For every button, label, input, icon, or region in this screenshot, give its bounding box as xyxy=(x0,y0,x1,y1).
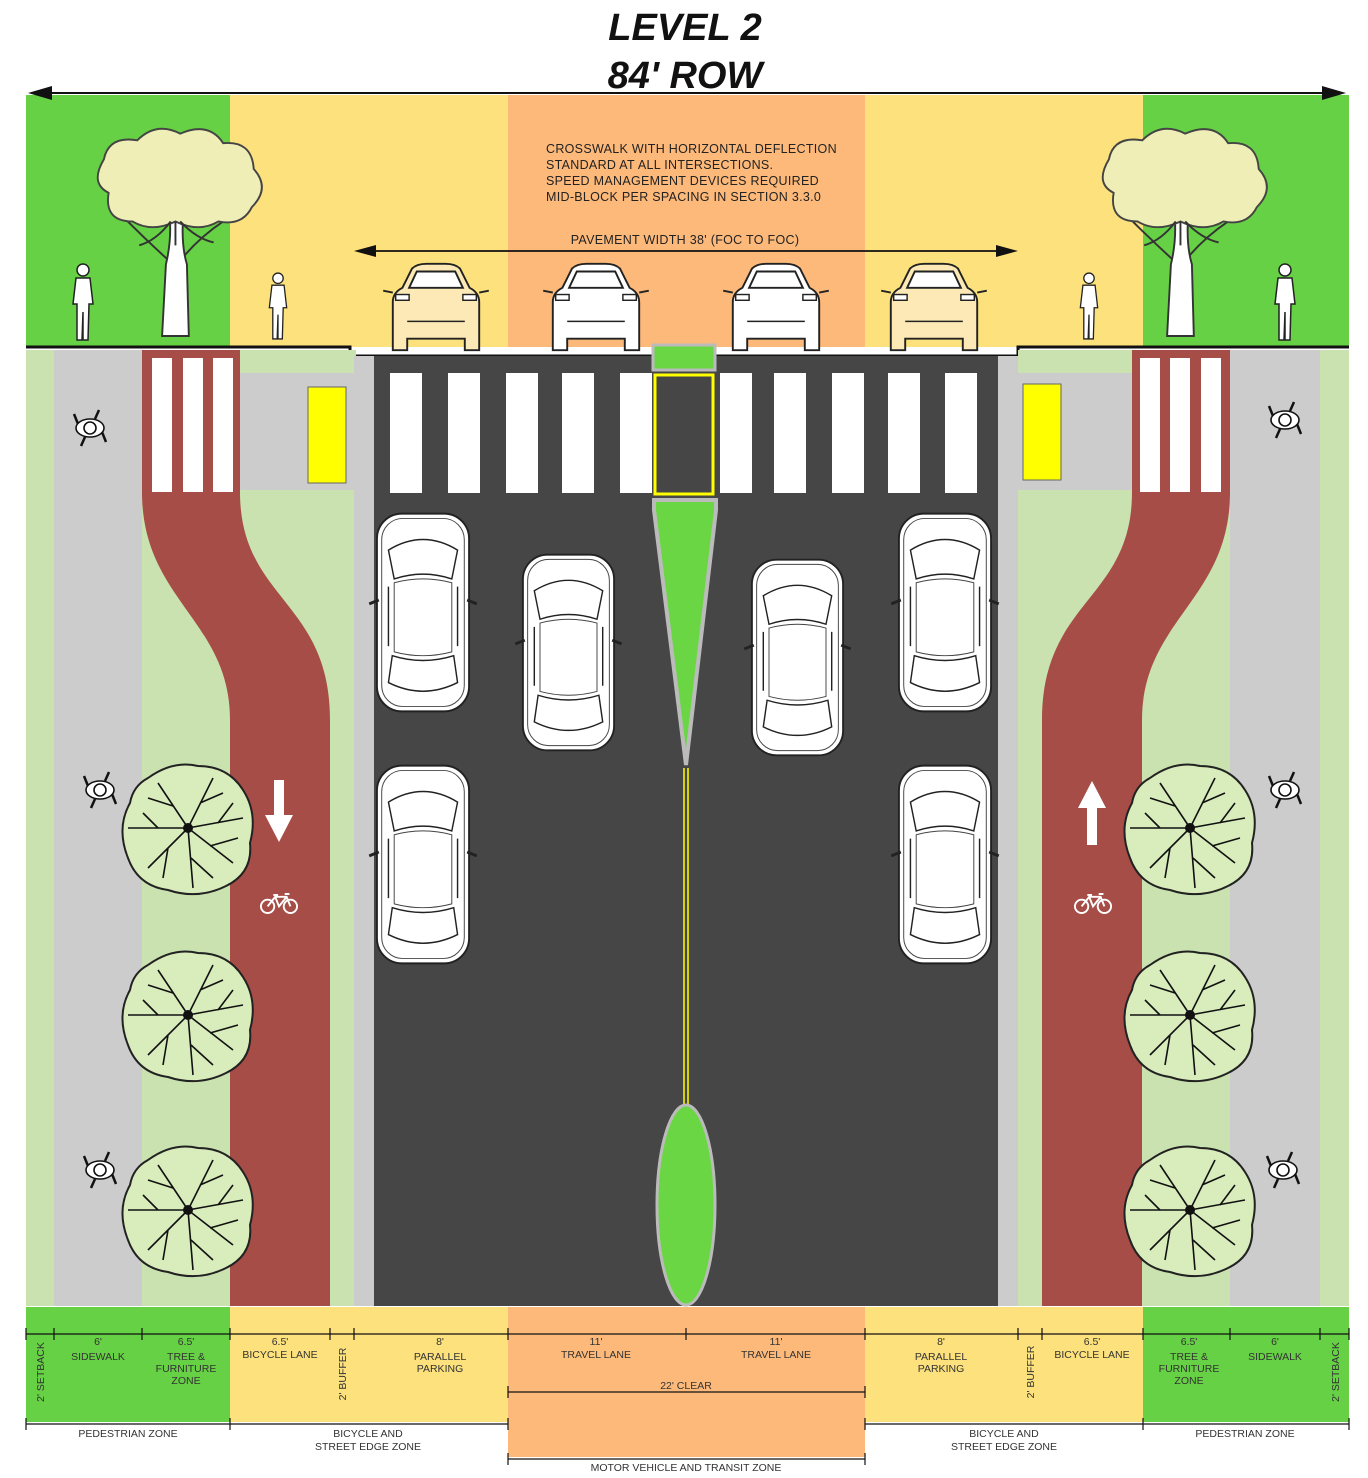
group-label-right-bike: STREET EDGE ZONE xyxy=(951,1441,1057,1453)
zone-label-left-sidewalk: SIDEWALK xyxy=(71,1351,125,1363)
title-line2: 84' ROW xyxy=(608,55,766,97)
curb-strip xyxy=(998,356,1018,1306)
zone-label-left-parking: PARKING xyxy=(417,1363,463,1375)
median-island xyxy=(655,1103,717,1307)
curb-strip xyxy=(354,356,374,1306)
dimension-line xyxy=(25,1328,1350,1340)
note-line: MID-BLOCK PER SPACING IN SECTION 3.3.0 xyxy=(546,190,821,204)
car-icon xyxy=(742,558,853,757)
zone-dim-right-tree: 6.5' xyxy=(1181,1336,1198,1348)
zone-label-right-tree: ZONE xyxy=(1174,1375,1203,1387)
zone-label-left-tree: ZONE xyxy=(171,1375,200,1387)
zone-label-left-buffer: 2' BUFFER xyxy=(337,1347,349,1400)
zone-band: 2' SETBACK 2' BUFFER 2' BUFFER 2' SETBAC… xyxy=(25,1307,1350,1474)
zone-label-right-parking: PARALLEL xyxy=(915,1351,967,1363)
group-label-motor: MOTOR VEHICLE AND TRANSIT ZONE xyxy=(591,1462,782,1474)
zone-label-right-buffer: 2' BUFFER xyxy=(1025,1345,1037,1398)
zone-bike-right xyxy=(865,1307,1143,1422)
zone-dim-right-parking: 8' xyxy=(937,1336,945,1348)
zone-dim-left-tree: 6.5' xyxy=(178,1336,195,1348)
zone-dim-left-parking: 8' xyxy=(436,1336,444,1348)
group-lines xyxy=(25,1418,1350,1465)
median-refuge-top xyxy=(651,343,717,372)
zone-label-right-sidewalk: SIDEWALK xyxy=(1248,1351,1302,1363)
tree-icon xyxy=(121,763,254,896)
group-label-right-ped: PEDESTRIAN ZONE xyxy=(1195,1428,1294,1440)
row-dimension-arrow xyxy=(28,86,1346,100)
zone-label-clear: 22' CLEAR xyxy=(660,1380,712,1392)
zone-label-right-setback: 2' SETBACK xyxy=(1330,1342,1342,1402)
zone-label-left-tree: TREE & xyxy=(167,1351,205,1363)
pavement-width-label: PAVEMENT WIDTH 38' (FOC TO FOC) xyxy=(571,233,800,247)
note-line: CROSSWALK WITH HORIZONTAL DEFLECTION xyxy=(546,142,837,156)
zone-bike-left xyxy=(230,1307,508,1422)
arrow-icon xyxy=(265,780,293,842)
crosswalk xyxy=(390,373,977,493)
setback-strip xyxy=(1320,350,1349,1306)
zone-label-right-tree: TREE & xyxy=(1170,1351,1208,1363)
zone-dim-left-bike: 6.5' xyxy=(272,1336,289,1348)
zone-dim-left-sidewalk: 6' xyxy=(94,1336,102,1348)
zone-label-left-tree: FURNITURE xyxy=(156,1363,217,1375)
zone-label-right-parking: PARKING xyxy=(918,1363,964,1375)
zone-label-right-tree: FURNITURE xyxy=(1159,1363,1220,1375)
zone-dim-right-sidewalk: 6' xyxy=(1271,1336,1279,1348)
car-icon xyxy=(513,553,624,752)
car-icon xyxy=(889,764,1001,965)
zone-label-travel-2: TRAVEL LANE xyxy=(741,1349,811,1361)
zone-ped-left xyxy=(26,1307,230,1422)
group-label-left-bike: BICYCLE AND xyxy=(333,1428,403,1440)
median-wedge xyxy=(652,498,718,766)
car-icon xyxy=(889,512,1001,713)
setback-strip xyxy=(26,350,54,1306)
car-icon xyxy=(367,764,479,965)
buffer-strip xyxy=(330,490,354,1306)
section-view: LEVEL 2 84' ROW CROSSWALK WITH HORIZONTA… xyxy=(26,7,1349,358)
zone-ped-right xyxy=(1143,1307,1349,1422)
pavement-width-arrow xyxy=(354,245,1018,257)
tree-icon xyxy=(121,950,254,1083)
group-label-left-ped: PEDESTRIAN ZONE xyxy=(78,1428,177,1440)
plan-view xyxy=(26,343,1349,1307)
zone-dim-travel-1: 11' xyxy=(590,1336,603,1348)
arrow-icon xyxy=(1078,781,1106,845)
tree-icon xyxy=(1123,763,1256,896)
car-icon xyxy=(367,512,479,713)
tree-icon xyxy=(1123,950,1256,1083)
group-label-right-bike: BICYCLE AND xyxy=(969,1428,1039,1440)
zone-dim-right-bike: 6.5' xyxy=(1084,1336,1101,1348)
tree-icon xyxy=(1123,1145,1256,1278)
zone-label-left-bike: BICYCLE LANE xyxy=(242,1349,317,1361)
yellow-marker-right xyxy=(1022,383,1062,481)
group-label-left-bike: STREET EDGE ZONE xyxy=(315,1441,421,1453)
zone-label-right-bike: BICYCLE LANE xyxy=(1054,1349,1129,1361)
title-line1: LEVEL 2 xyxy=(608,7,761,49)
zone-label-left-setback: 2' SETBACK xyxy=(35,1342,47,1402)
zone-dim-travel-2: 11' xyxy=(770,1336,783,1348)
yellow-marker-left xyxy=(307,386,347,484)
zone-label-left-parking: PARALLEL xyxy=(414,1351,466,1363)
note-line: STANDARD AT ALL INTERSECTIONS. xyxy=(546,158,773,172)
clear-dimension-line xyxy=(507,1386,866,1398)
tree-icon xyxy=(121,1145,254,1278)
note-line: SPEED MANAGEMENT DEVICES REQUIRED xyxy=(546,174,819,188)
median-refuge-crossing xyxy=(653,373,715,496)
bike-crosswalk-right xyxy=(1140,358,1221,492)
bike-crosswalk-left xyxy=(152,358,233,492)
zone-label-travel-1: TRAVEL LANE xyxy=(561,1349,631,1361)
